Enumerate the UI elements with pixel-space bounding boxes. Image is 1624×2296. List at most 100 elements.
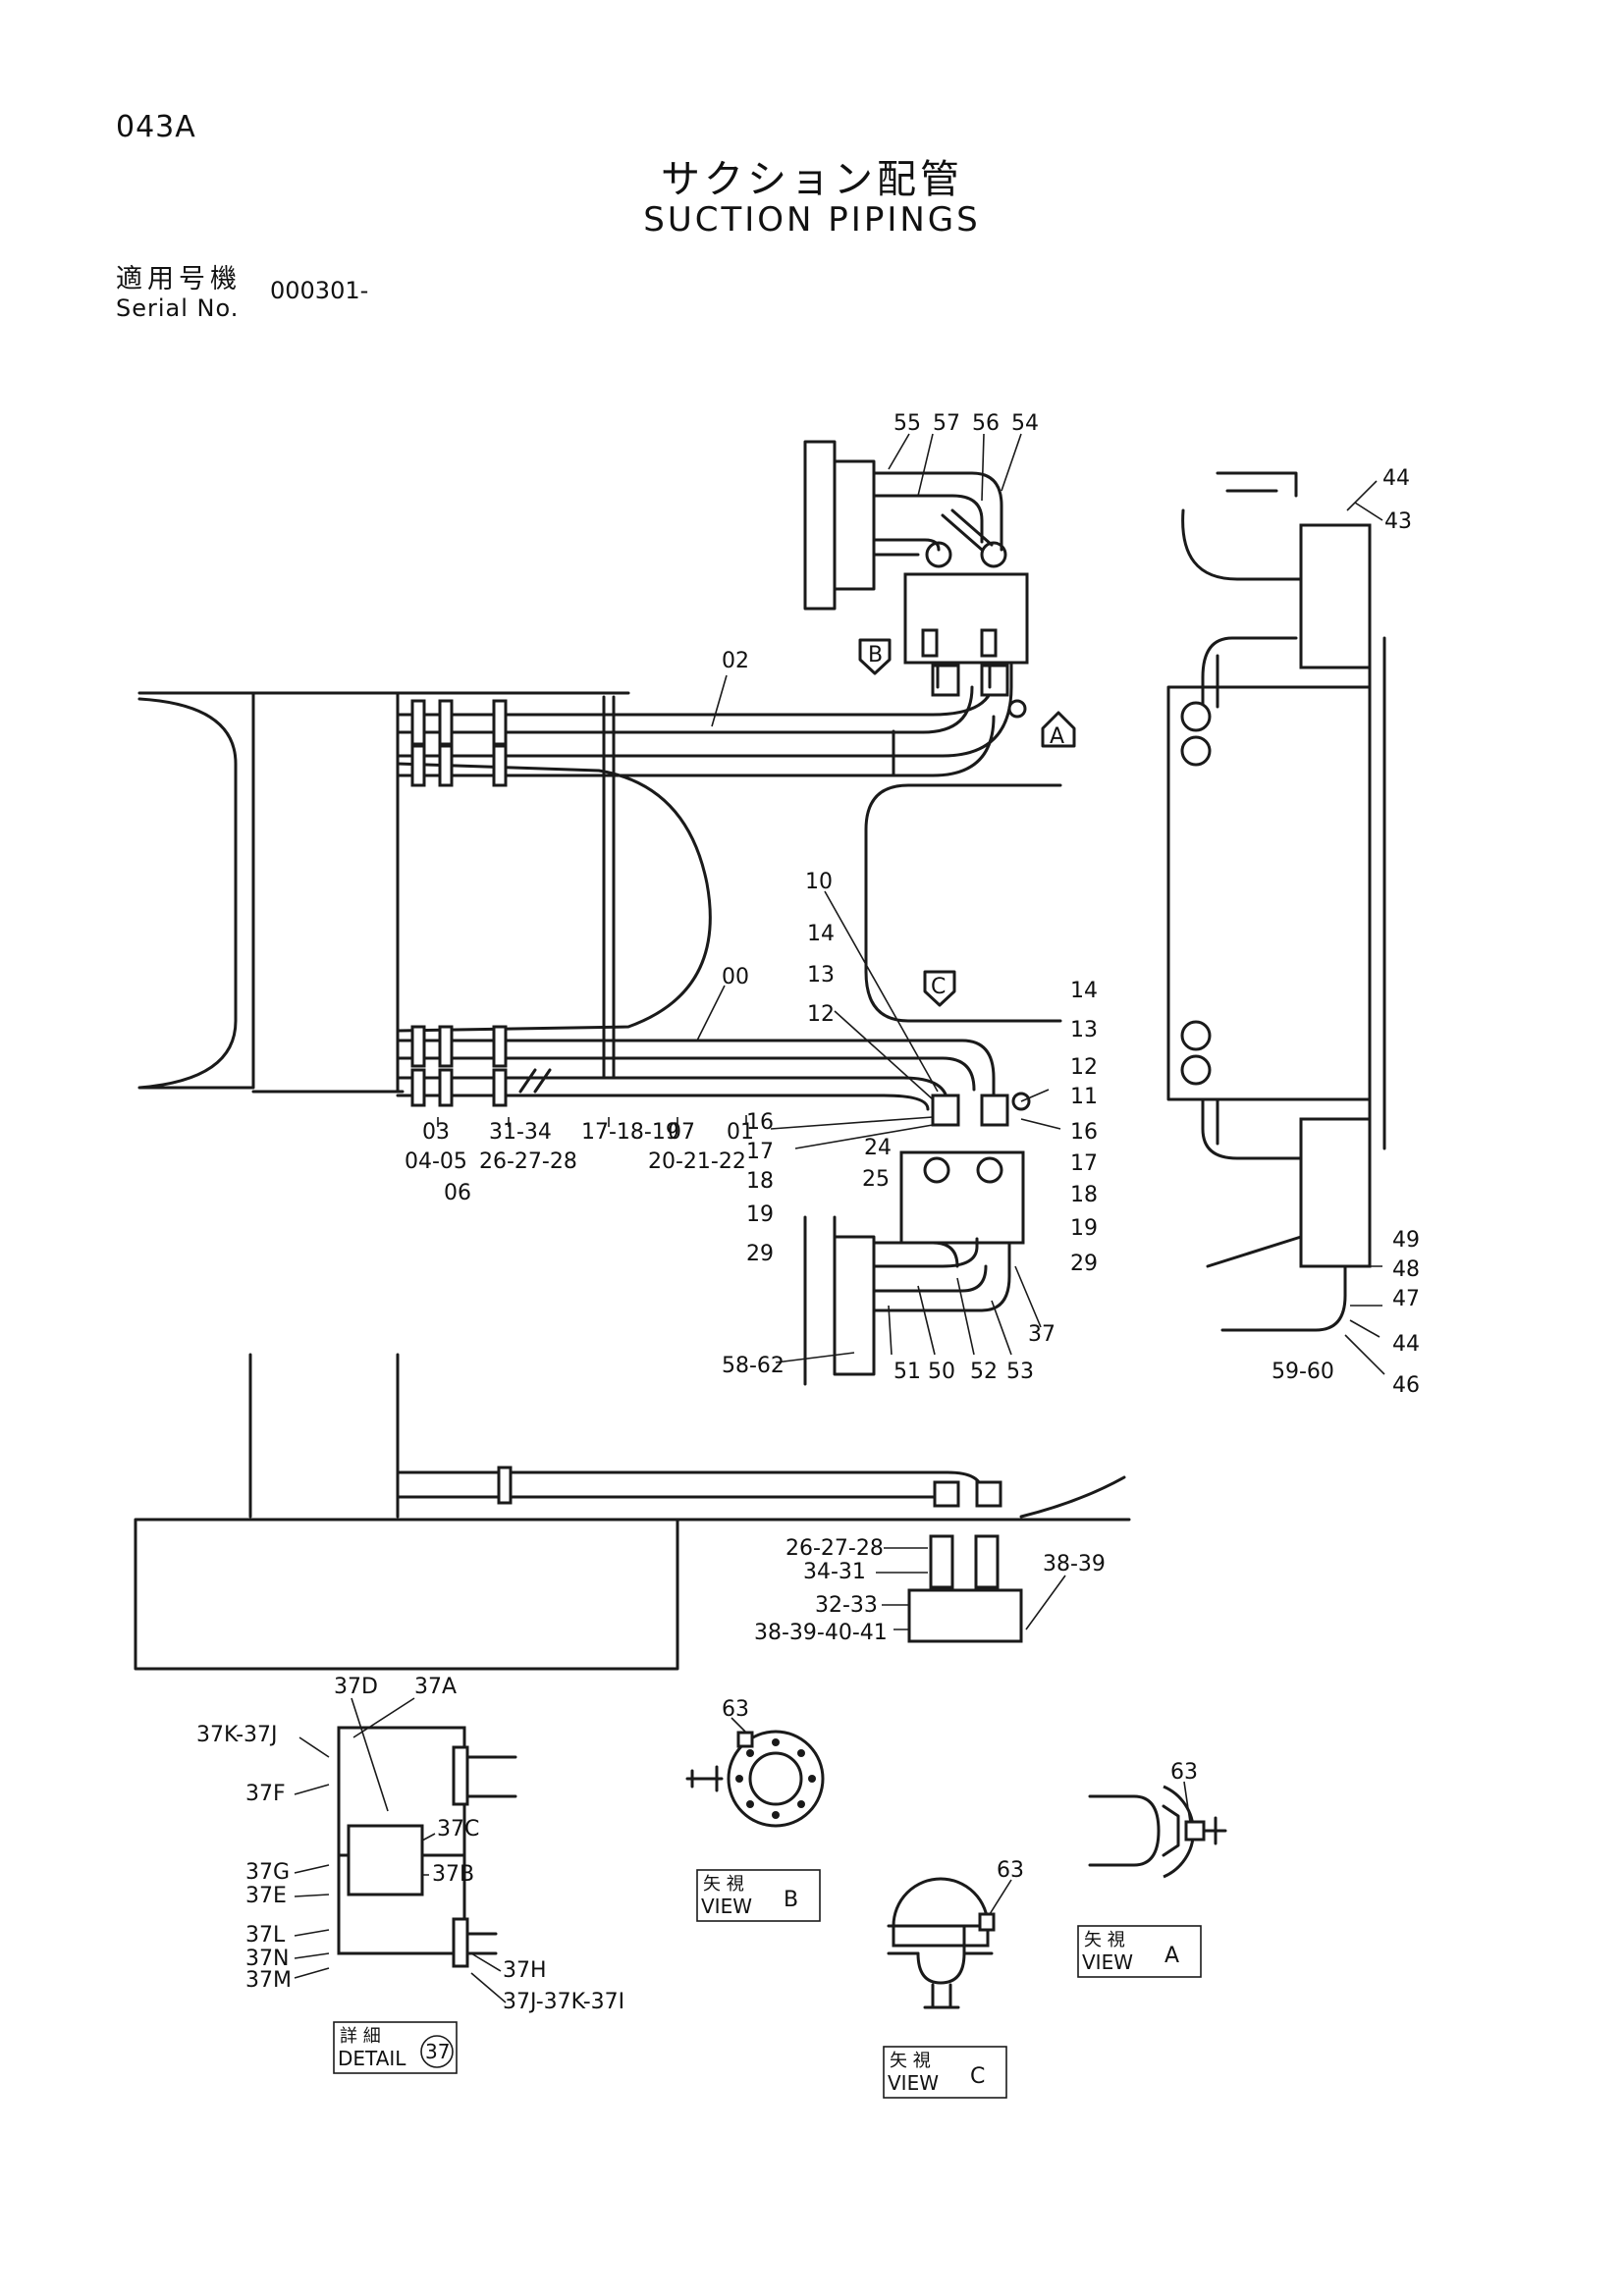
title-japanese: サクション配管 (661, 157, 963, 202)
top-pump-pipe-54 (872, 471, 1003, 552)
label-19-right: 19 (1070, 1216, 1098, 1241)
top-pump-assembly: 55 57 56 54 (803, 411, 1039, 689)
flange-lower-2 (438, 1025, 454, 1068)
label-02: 02 (722, 649, 749, 673)
top-pump-fitting-2 (980, 628, 998, 658)
detail-37-port-flange-1 (452, 1745, 469, 1806)
label-56: 56 (972, 411, 1000, 436)
top-pump-pipe-55 (872, 538, 941, 557)
side-view-lower-pipes (1206, 1235, 1347, 1332)
label-19-left: 19 (746, 1202, 774, 1227)
top-pump-pipe-56 (941, 508, 994, 552)
label-54: 54 (1011, 411, 1039, 436)
label-37J-37K-37I: 37J-37K-37I (503, 1990, 624, 2014)
label-37D: 37D (334, 1675, 378, 1699)
label-13-left: 13 (807, 963, 835, 988)
label-49: 49 (1392, 1228, 1420, 1253)
label-25: 25 (862, 1167, 890, 1192)
side-view-lower-elbow (1201, 1097, 1303, 1160)
label-17-right: 17 (1070, 1151, 1098, 1176)
bottom-pump-port-2 (976, 1156, 1003, 1184)
view-a-pipe (1088, 1794, 1161, 1867)
label-view-c-63: 63 (997, 1858, 1024, 1883)
label-elev-34-31: 34-31 (803, 1560, 866, 1584)
elevation-view: 26-27-28 34-31 32-33 38-39-40-41 38-39 (134, 1353, 1131, 1671)
side-view: 44 43 49 48 47 44 46 59-60 (1166, 466, 1420, 1398)
pipe-02-upper-inner (396, 685, 974, 734)
top-pump-engine-flange (803, 440, 837, 611)
serial-label-english: Serial No. (116, 294, 240, 322)
view-c-bolt (923, 1983, 960, 2009)
flange-lower-4 (410, 1068, 426, 1107)
label-12-right: 12 (1070, 1055, 1098, 1080)
label-48: 48 (1392, 1257, 1420, 1282)
detail-37-box-number: 37 (425, 2040, 450, 2063)
view-marker-a-shape (1041, 711, 1076, 748)
label-03: 03 (422, 1120, 450, 1145)
flange-upper-1 (410, 699, 426, 746)
label-10: 10 (805, 870, 833, 894)
leader-lines-elevation (876, 1547, 1066, 1630)
elevation-pump (907, 1588, 1023, 1643)
view-marker-b: B (868, 643, 883, 667)
pipe-02-lower-inner (396, 715, 996, 777)
elevation-valve-2 (975, 1480, 1002, 1508)
elevation-valve-1 (933, 1480, 960, 1508)
view-c-plug (978, 1912, 996, 1932)
bottom-pump-pipe-50 (872, 1237, 979, 1268)
view-marker-c-shape (923, 970, 956, 1007)
flange-upper-2 (438, 699, 454, 746)
view-a-box-en: VIEW (1082, 1950, 1133, 1974)
label-06: 06 (444, 1181, 471, 1205)
label-04-05: 04-05 (405, 1149, 467, 1174)
detail-37-box-en: DETAIL (338, 2047, 406, 2070)
page-code: 043A (116, 110, 196, 144)
flange-lower-1 (410, 1025, 426, 1068)
label-view-a-63: 63 (1170, 1760, 1198, 1785)
bottom-pump-pipe-52 (872, 1241, 1011, 1312)
label-12-left: 12 (807, 1002, 835, 1027)
flange-lower-5 (438, 1068, 454, 1107)
top-pump-port-2 (980, 541, 1007, 568)
label-elev-38-39: 38-39 (1043, 1552, 1106, 1576)
label-00: 00 (722, 965, 749, 989)
view-a-box-letter: A (1164, 1944, 1179, 1968)
flange-upper-3 (492, 699, 508, 746)
label-46: 46 (1392, 1373, 1420, 1398)
side-view-pump-upper (1299, 523, 1372, 669)
view-a-leader (1183, 1781, 1191, 1823)
main-plan-view: B A C 02 10 00 14 13 12 16 17 18 19 29 1… (137, 638, 1098, 1276)
side-view-valve-2 (1180, 735, 1212, 767)
label-44-upper: 44 (1382, 466, 1410, 491)
title-english: SUCTION PIPINGS (643, 200, 981, 240)
view-c-box-jp: 矢 視 (890, 2051, 931, 2071)
elevation-riser-2 (974, 1534, 1000, 1589)
leader-lines-top-pump (888, 433, 1022, 502)
bottom-pump-body (899, 1150, 1025, 1245)
view-a-detail: 63 矢 視 VIEW A (1077, 1760, 1227, 1978)
view-marker-c: C (931, 975, 946, 999)
view-c-box-en: VIEW (888, 2071, 939, 2095)
detail-37-filter (347, 1824, 424, 1896)
view-c-box (883, 2046, 1007, 2099)
label-55: 55 (893, 411, 921, 436)
flange-upper-4 (410, 744, 426, 787)
label-17-left: 17 (746, 1140, 774, 1164)
detail-37-box-jp: 詳 細 (340, 2026, 381, 2047)
label-view-b-63: 63 (722, 1697, 749, 1722)
view-b-box-letter: B (784, 1888, 798, 1912)
label-58-62: 58-62 (722, 1354, 785, 1378)
label-37B: 37B (432, 1862, 474, 1887)
view-a-plug (1184, 1820, 1206, 1842)
label-16-right: 16 (1070, 1120, 1098, 1145)
view-b-box-en: VIEW (701, 1895, 752, 1918)
label-elev-38-39-40-41: 38-39-40-41 (754, 1621, 888, 1645)
elevation-tank (248, 1353, 400, 1519)
label-37N: 37N (245, 1947, 289, 1971)
side-view-valve-1 (1180, 701, 1212, 732)
label-17-18-19: 17-18-19 (581, 1120, 679, 1145)
label-29-right: 29 (1070, 1252, 1098, 1276)
valve-right (980, 1094, 1009, 1127)
detail-37-port-flange-2 (452, 1917, 469, 1968)
